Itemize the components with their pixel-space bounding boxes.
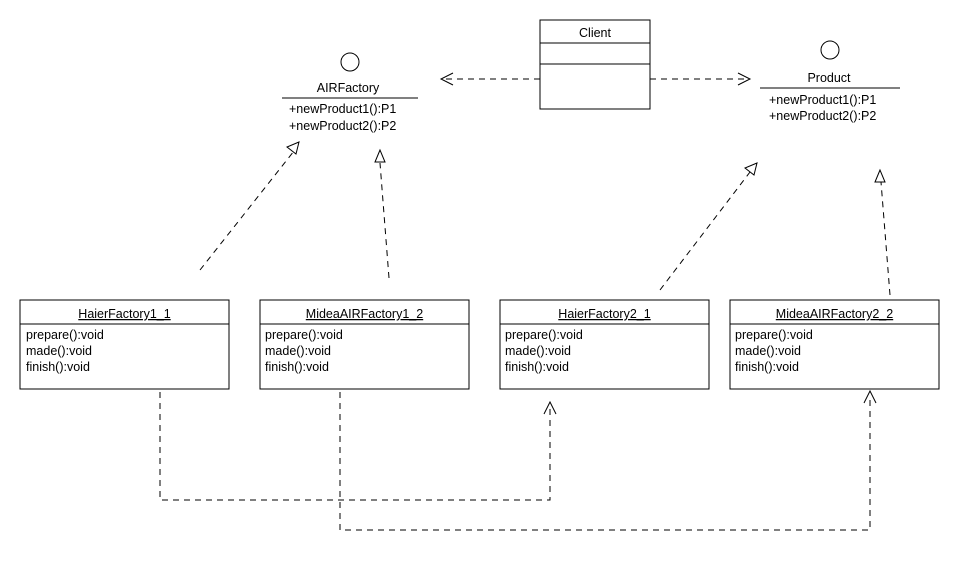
class-method: finish():void — [735, 360, 799, 374]
mideaairfactory1-2-class[interactable]: MideaAIRFactory1_2 prepare():void made()… — [259, 299, 470, 390]
class-method: made():void — [26, 344, 92, 358]
class-method: prepare():void — [26, 328, 104, 342]
class-name: HaierFactory1_1 — [78, 307, 170, 321]
mideaairfactory1-2-realizes-airfactory — [374, 148, 390, 279]
class-method: prepare():void — [265, 328, 343, 342]
interface-method: +newProduct1():P1 — [289, 102, 396, 116]
class-method: finish():void — [505, 360, 569, 374]
airfactory-interface[interactable]: AIRFactory +newProduct1():P1 +newProduct… — [282, 52, 418, 133]
class-method: made():void — [265, 344, 331, 358]
haierfactory1-1-class[interactable]: HaierFactory1_1 prepare():void made():vo… — [19, 299, 230, 390]
class-method: finish():void — [26, 360, 90, 374]
mideaairfactory1-2-to-mideaairfactory2-2-dependency — [339, 389, 877, 531]
haierfactory2-1-class[interactable]: HaierFactory2_1 prepare():void made():vo… — [499, 299, 710, 390]
class-name: HaierFactory2_1 — [558, 307, 650, 321]
class-name: MideaAIRFactory2_2 — [776, 307, 893, 321]
client-to-product-dependency — [650, 72, 752, 86]
interface-name: Product — [807, 71, 851, 85]
client-class-name: Client — [579, 26, 611, 40]
class-method: prepare():void — [735, 328, 813, 342]
class-method: finish():void — [265, 360, 329, 374]
haierfactory2-1-realizes-product — [659, 162, 758, 291]
client-class[interactable]: Client — [539, 19, 651, 110]
mideaairfactory2-2-class[interactable]: MideaAIRFactory2_2 prepare():void made()… — [729, 299, 940, 390]
interface-lollipop-icon — [340, 52, 360, 72]
interface-method: +newProduct1():P1 — [769, 93, 876, 107]
haierfactory1-1-to-haierfactory2-1-dependency — [159, 392, 557, 501]
class-method: prepare():void — [505, 328, 583, 342]
class-name: MideaAIRFactory1_2 — [306, 307, 423, 321]
haierfactory1-1-realizes-airfactory — [199, 141, 300, 271]
class-method: made():void — [505, 344, 571, 358]
interface-name: AIRFactory — [317, 81, 380, 95]
interface-method: +newProduct2():P2 — [289, 119, 396, 133]
mideaairfactory2-2-realizes-product — [874, 168, 891, 296]
class-method: made():void — [735, 344, 801, 358]
client-to-airfactory-dependency — [439, 72, 540, 86]
interface-lollipop-icon — [820, 40, 840, 60]
product-interface[interactable]: Product +newProduct1():P1 +newProduct2()… — [760, 40, 900, 123]
interface-method: +newProduct2():P2 — [769, 109, 876, 123]
